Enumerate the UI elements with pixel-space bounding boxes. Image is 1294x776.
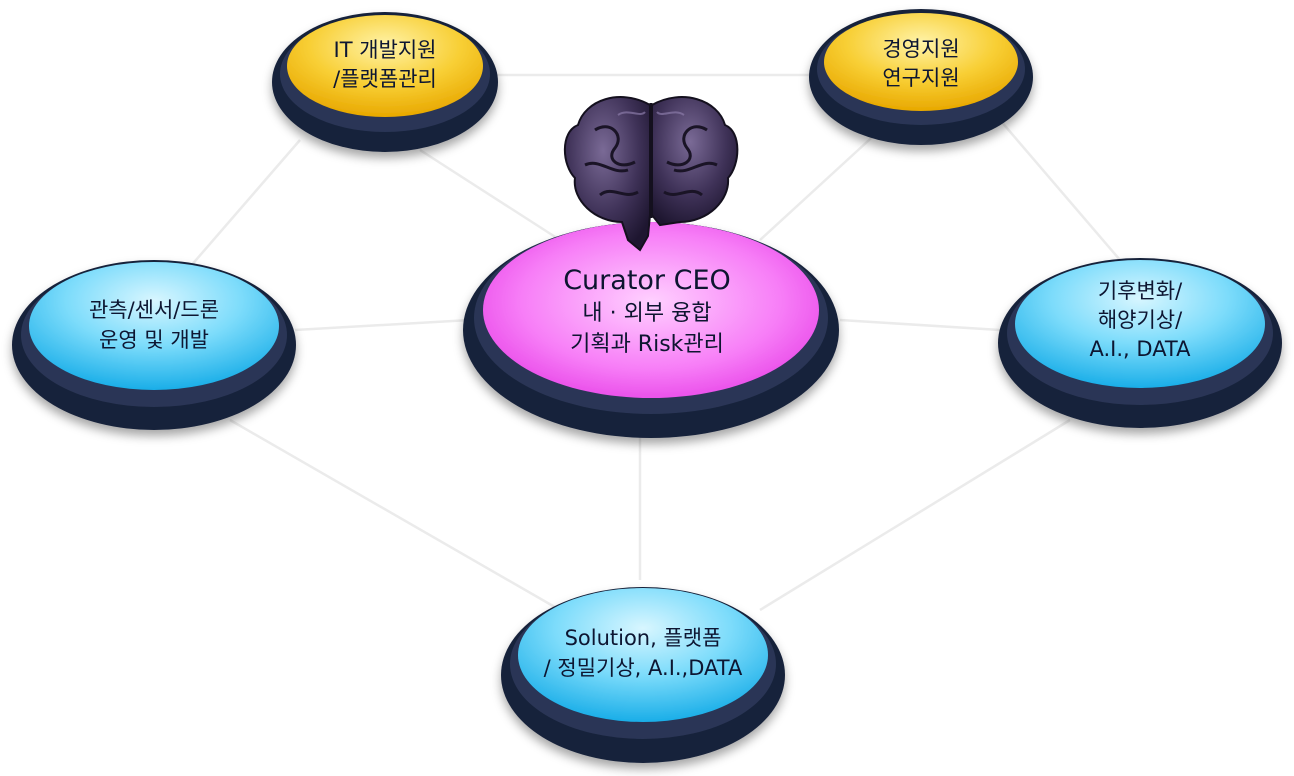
brain-icon — [563, 96, 739, 252]
node-climate-line-2: 해양기상/ — [1098, 308, 1183, 332]
center-line-2: 내 · 외부 융합 — [582, 301, 711, 326]
node-sensor-drone: 관측/센서/드론 운영 및 개발 — [12, 260, 296, 430]
connector-management-center — [759, 129, 881, 241]
node-it-line-2: /플랫폼관리 — [333, 67, 437, 91]
connector-climate-solution — [759, 418, 1071, 612]
connector-climate-center — [839, 318, 1001, 332]
node-center-ceo — [463, 222, 839, 438]
node-climate-line-1: 기후변화/ — [1098, 279, 1183, 303]
connector-sensor-solution — [229, 418, 561, 612]
node-solution-platform: Solution, 플랫폼 / 정밀기상, A.I.,DATA — [501, 587, 785, 763]
connector-management-climate — [999, 119, 1121, 261]
center-title: Curator CEO — [563, 265, 731, 296]
node-climate-line-3: A.I., DATA — [1090, 337, 1192, 361]
node-sensor-line-1: 관측/센서/드론 — [89, 298, 219, 322]
connector-sensor-center — [294, 318, 471, 332]
node-it-support: IT 개발지원 /플랫폼관리 — [272, 12, 498, 152]
center-line-3: 기획과 Risk관리 — [570, 332, 724, 357]
node-solution-line-2: / 정밀기상, A.I.,DATA — [544, 656, 743, 680]
node-solution-line-1: Solution, 플랫폼 — [565, 626, 722, 650]
node-management-line-2: 연구지원 — [882, 66, 959, 90]
node-management-line-1: 경영지원 — [882, 37, 959, 61]
node-sensor-line-2: 운영 및 개발 — [99, 328, 209, 352]
connector-it-center — [419, 148, 561, 242]
connectors — [169, 73, 1121, 612]
node-it-line-1: IT 개발지원 — [334, 38, 437, 62]
node-climate-data: 기후변화/ 해양기상/ A.I., DATA — [998, 258, 1282, 428]
node-management-support: 경영지원 연구지원 — [809, 9, 1033, 145]
